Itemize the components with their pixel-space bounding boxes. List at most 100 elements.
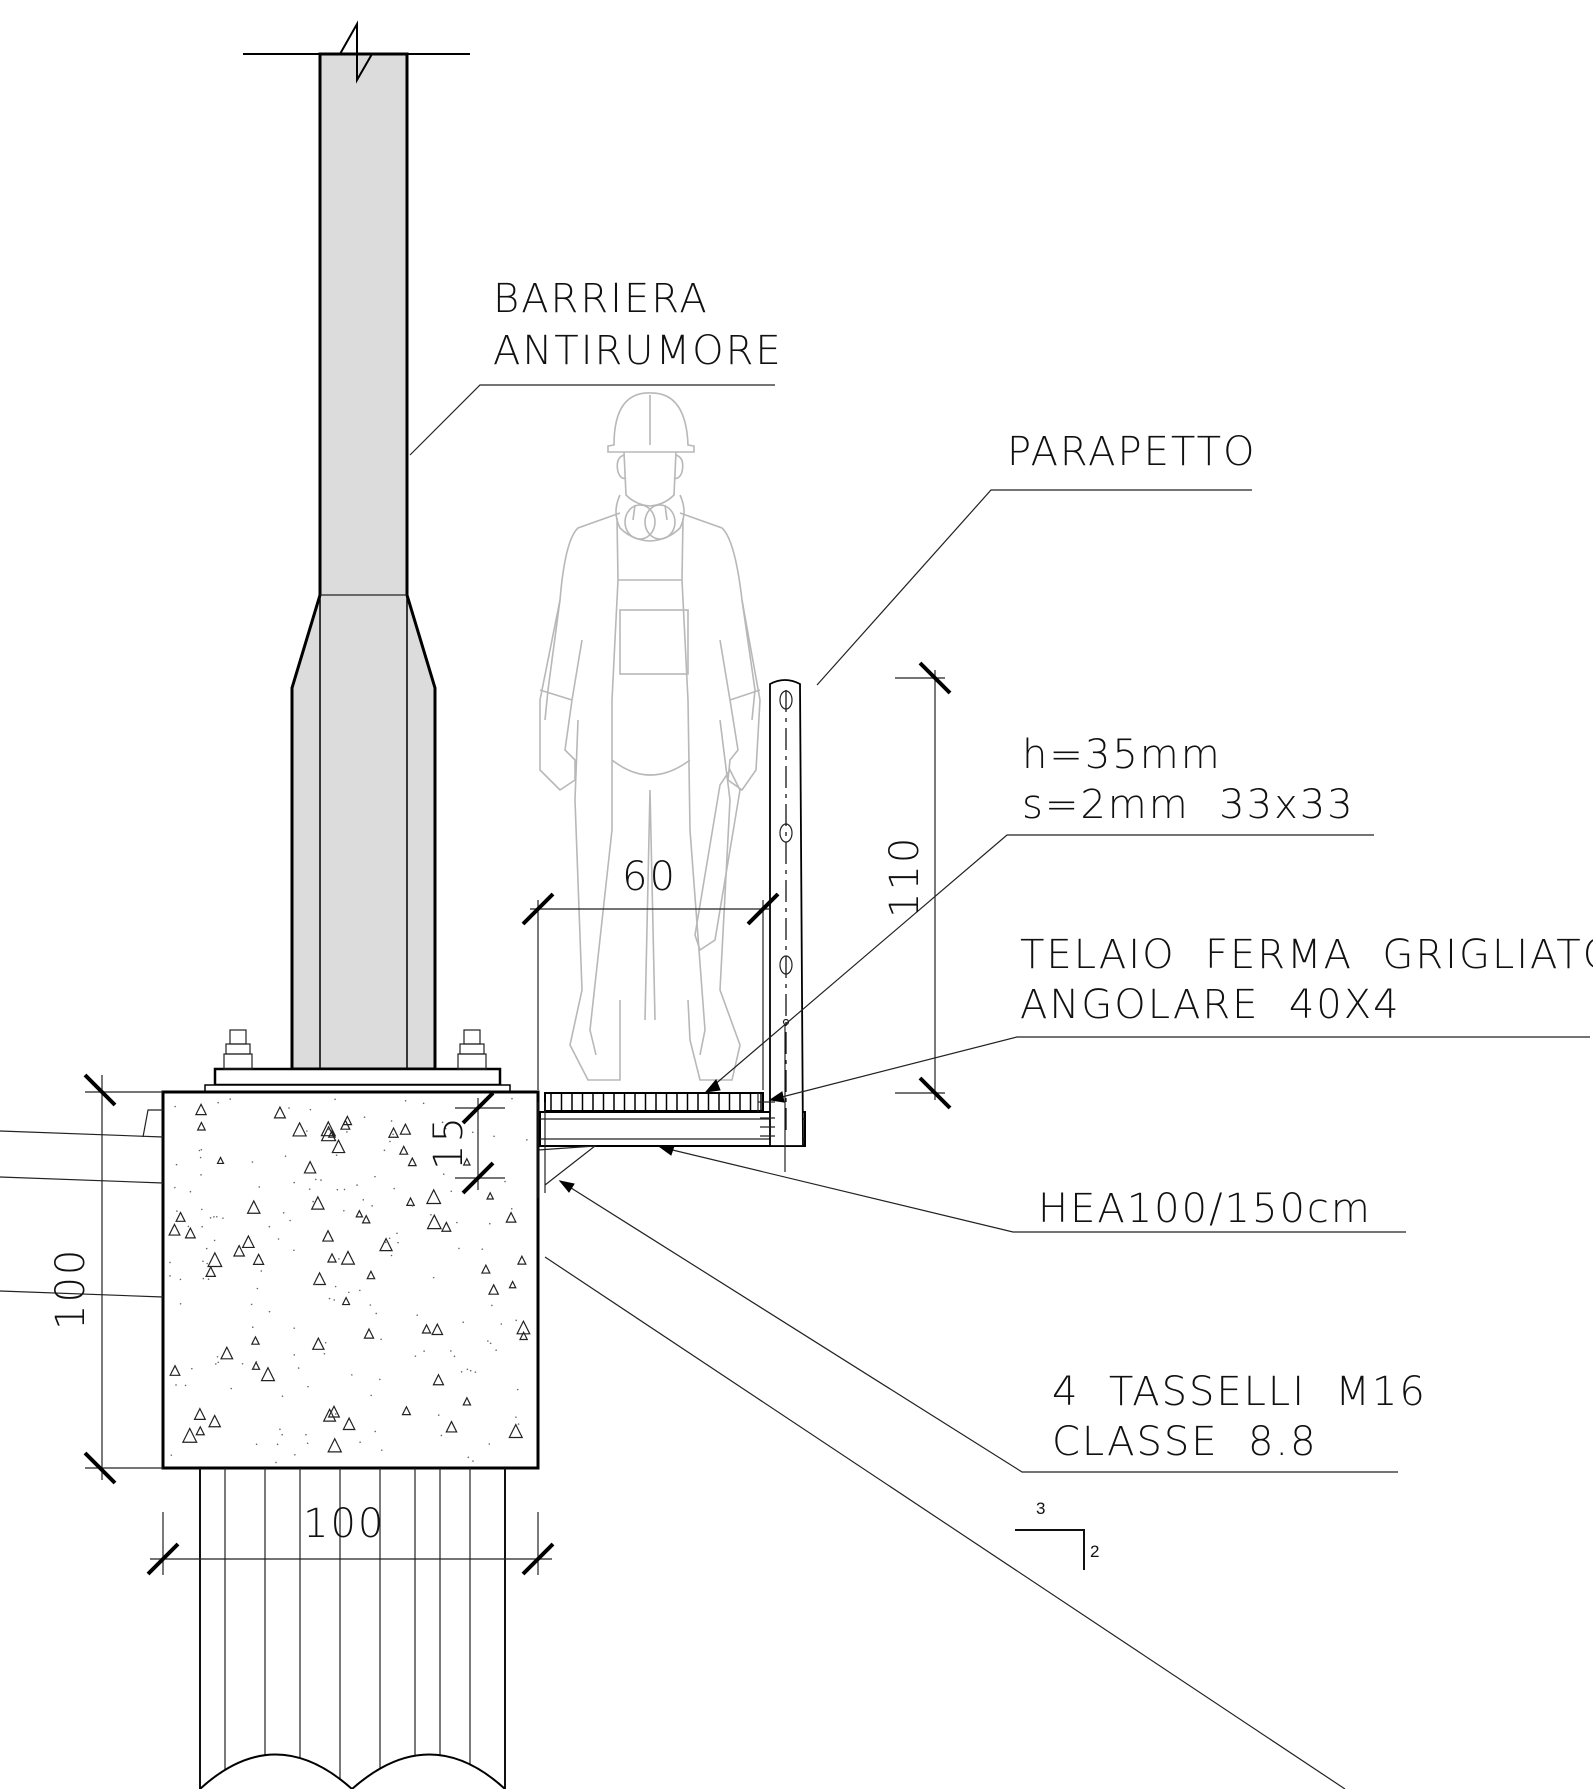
- concrete-dot: [442, 1173, 445, 1176]
- concrete-dot: [314, 1178, 317, 1181]
- concrete-aggregate: [195, 1425, 206, 1436]
- concrete-dot: [179, 1302, 182, 1305]
- concrete-dot: [488, 1443, 491, 1445]
- concrete-dot: [440, 1434, 443, 1437]
- concrete-dot: [294, 1453, 296, 1456]
- concrete-dot: [307, 1385, 309, 1388]
- concrete-dot: [343, 1209, 345, 1212]
- concrete-dot: [268, 1225, 271, 1228]
- concrete-dot: [187, 1225, 190, 1228]
- concrete-dot: [444, 1127, 447, 1130]
- concrete-aggregate: [181, 1427, 198, 1443]
- walkway-grating: [544, 1092, 764, 1112]
- concrete-dot: [489, 1342, 492, 1345]
- concrete-aggregate: [327, 1129, 337, 1138]
- dim-foundation-width-label: 100: [303, 1501, 385, 1547]
- concrete-dot: [260, 1270, 263, 1272]
- concrete-dot: [392, 1133, 394, 1136]
- concrete-dot: [441, 1121, 444, 1124]
- concrete-dot: [430, 1213, 432, 1216]
- concrete-aggregate: [193, 1407, 207, 1420]
- concrete-dot: [404, 1100, 407, 1102]
- concrete-dot: [526, 1139, 528, 1141]
- concrete-dot: [202, 1277, 205, 1280]
- dim-walkway-width-label: 60: [622, 854, 677, 900]
- concrete-dot: [284, 1155, 287, 1157]
- concrete-dot: [184, 1384, 187, 1387]
- grating-label-line2: s=2mm 33x33: [1022, 782, 1355, 828]
- dimension-walkway-width: [521, 892, 780, 1090]
- concrete-aggregate: [462, 1396, 472, 1406]
- concrete-dot: [338, 1258, 340, 1260]
- concrete-aggregate: [310, 1195, 325, 1210]
- concrete-dot: [176, 1210, 178, 1212]
- concrete-aggregate: [194, 1102, 208, 1116]
- concrete-aggregate: [216, 1156, 225, 1165]
- concrete-dot: [453, 1355, 456, 1358]
- concrete-aggregate: [505, 1211, 517, 1223]
- dim-slab-offset-label: 15: [426, 1115, 472, 1170]
- beam-label: HEA100/150cm: [1038, 1186, 1372, 1232]
- concrete-aggregate: [426, 1213, 442, 1230]
- concrete-dot: [255, 1360, 258, 1363]
- concrete-dot: [200, 1208, 203, 1211]
- dimension-parapet-height: [895, 661, 952, 1110]
- concrete-aggregate: [508, 1280, 517, 1289]
- anchors-label-line2: CLASSE 8.8: [1052, 1419, 1318, 1465]
- concrete-aggregate: [462, 1157, 471, 1166]
- concrete-dot: [276, 1443, 279, 1446]
- concrete-dot: [306, 1442, 309, 1445]
- concrete-dot: [281, 1395, 284, 1397]
- concrete-aggregate: [480, 1263, 491, 1274]
- concrete-dot: [175, 1163, 178, 1166]
- concrete-dot: [250, 1303, 253, 1306]
- concrete-dot: [253, 1367, 255, 1369]
- concrete-dot: [359, 1441, 361, 1444]
- concrete-dot: [468, 1162, 470, 1164]
- dim-parapet-height-label: 110: [882, 836, 928, 918]
- concrete-aggregate: [321, 1229, 335, 1242]
- concrete-dot: [199, 1156, 202, 1159]
- concrete-dot: [388, 1237, 391, 1240]
- concrete-dot: [380, 1338, 382, 1341]
- concrete-aggregate: [273, 1105, 287, 1119]
- concrete-dot: [323, 1353, 326, 1355]
- concrete-dot: [169, 1261, 171, 1264]
- concrete-dot: [230, 1387, 233, 1390]
- concrete-dot: [396, 1232, 398, 1235]
- dim-foundation-height-label: 100: [48, 1248, 94, 1330]
- concrete-aggregate: [340, 1250, 356, 1265]
- concrete-aggregate: [519, 1330, 529, 1341]
- concrete-dot: [450, 1190, 453, 1193]
- concrete-dot: [328, 1297, 331, 1300]
- concrete-dot: [467, 1456, 470, 1459]
- concrete-dot: [462, 1321, 465, 1324]
- concrete-dot: [333, 1299, 336, 1301]
- concrete-aggregate: [407, 1156, 418, 1167]
- concrete-dot: [511, 1097, 513, 1100]
- concrete-aggregate: [432, 1373, 445, 1386]
- concrete-dot: [351, 1374, 353, 1376]
- concrete-foundation: [161, 1090, 540, 1470]
- concrete-aggregate: [379, 1237, 394, 1252]
- concrete-dot: [258, 1186, 261, 1188]
- concrete-dot: [380, 1449, 383, 1451]
- concrete-dot: [471, 1131, 474, 1134]
- concrete-dot: [481, 1248, 484, 1250]
- concrete-aggregate: [405, 1196, 416, 1206]
- concrete-dot: [423, 1350, 425, 1352]
- concrete-dot: [450, 1350, 452, 1352]
- concrete-aggregate: [292, 1121, 308, 1137]
- concrete-dot: [309, 1108, 312, 1111]
- concrete-dot: [217, 1101, 219, 1104]
- concrete-dot: [335, 1154, 338, 1156]
- concrete-dot: [374, 1175, 376, 1178]
- concrete-aggregate: [398, 1145, 409, 1155]
- concrete-aggregate: [196, 1121, 207, 1131]
- concrete-aggregate: [339, 1118, 351, 1130]
- concrete-aggregate: [168, 1223, 181, 1236]
- concrete-aggregate: [326, 1252, 338, 1263]
- concrete-dot: [241, 1362, 244, 1365]
- concrete-dot: [213, 1239, 216, 1242]
- concrete-dot: [347, 1291, 350, 1294]
